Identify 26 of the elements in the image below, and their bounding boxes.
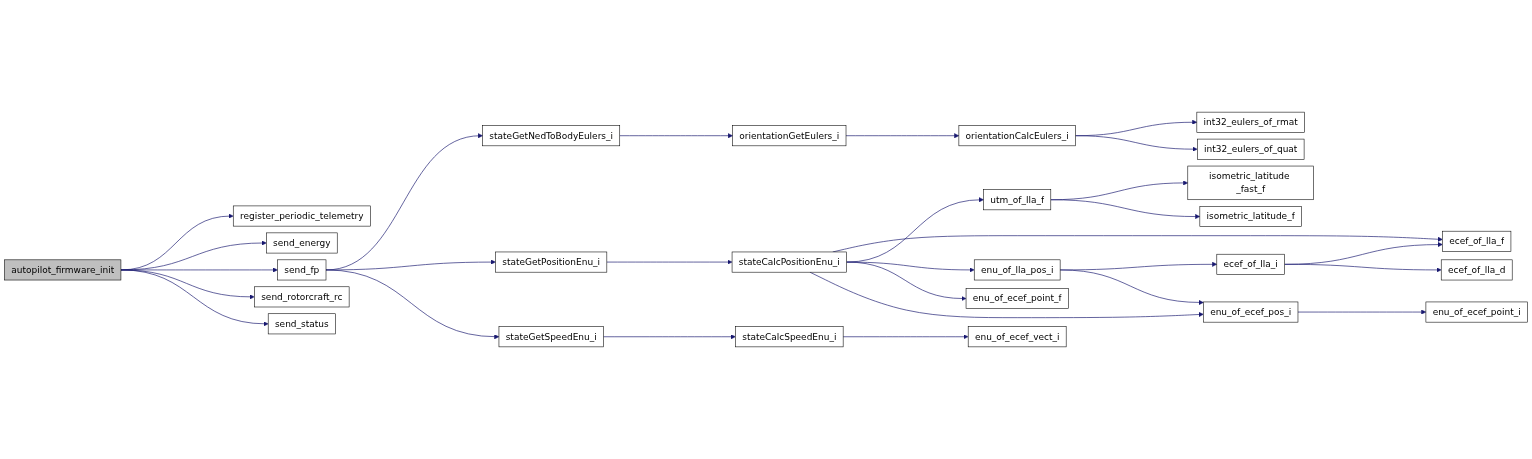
node-box: ecef_of_lla_i	[1216, 253, 1285, 275]
node-box: enu_of_ecef_vect_i	[967, 326, 1067, 348]
node-box: int32_eulers_of_rmat	[1196, 111, 1305, 133]
node-box: register_periodic_telemetry	[232, 205, 371, 227]
node-box: stateGetPositionEnu_i	[495, 251, 608, 273]
node-box: int32_eulers_of_quat	[1197, 138, 1305, 160]
node-box: orientationGetEulers_i	[732, 125, 847, 147]
node-box: send_status	[267, 313, 336, 335]
node-box: isometric_latitude _fast_f	[1187, 165, 1314, 200]
node-box: orientationCalcEulers_i	[958, 125, 1076, 147]
node-box: utm_of_lla_f	[983, 189, 1052, 211]
node-box: stateGetNedToBodyEulers_i	[482, 125, 620, 147]
node-box: ecef_of_lla_f	[1442, 230, 1512, 252]
node-box: send_fp	[277, 259, 327, 281]
node-box: enu_of_ecef_pos_i	[1203, 301, 1299, 323]
node-box: ecef_of_lla_d	[1440, 259, 1513, 281]
node-box: autopilot_firmware_init	[4, 259, 122, 281]
node-box: enu_of_lla_pos_i	[973, 259, 1061, 281]
node-box: enu_of_ecef_point_i	[1425, 301, 1528, 323]
node-box: send_rotorcraft_rc	[254, 286, 350, 308]
node-box: stateGetSpeedEnu_i	[498, 326, 604, 348]
node-box: isometric_latitude_f	[1199, 206, 1302, 227]
node-box: stateCalcPositionEnu_i	[731, 251, 847, 273]
node-box: send_energy	[266, 232, 338, 254]
node-box: enu_of_ecef_point_f	[965, 288, 1069, 309]
node-box: stateCalcSpeedEnu_i	[735, 326, 844, 348]
